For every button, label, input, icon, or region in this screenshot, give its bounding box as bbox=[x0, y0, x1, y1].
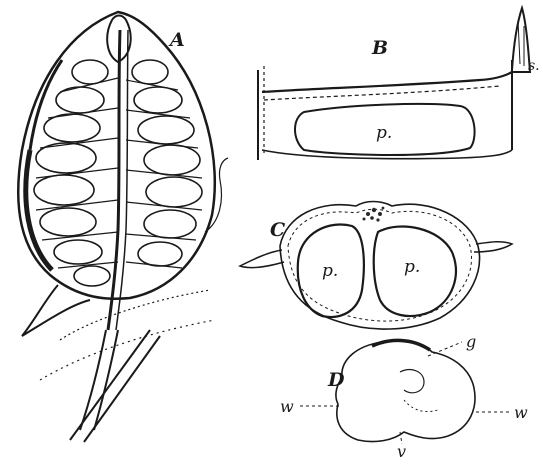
panel-a-right-sporangia bbox=[126, 60, 202, 268]
label-p-panel-b: p. bbox=[376, 123, 392, 143]
label-w-left: w bbox=[280, 397, 294, 416]
panel-c-label: C bbox=[270, 219, 285, 241]
panel-b-label: B bbox=[371, 37, 388, 59]
panel-d-label: D bbox=[327, 369, 345, 391]
label-g: g bbox=[466, 332, 476, 351]
panel-b-section-drawing bbox=[258, 8, 530, 160]
panel-a-label: A bbox=[168, 29, 185, 51]
label-v: v bbox=[397, 442, 406, 461]
label-w-right: w bbox=[514, 403, 528, 422]
panel-d-drawing bbox=[300, 340, 512, 444]
label-p-panel-c-right: p. bbox=[404, 257, 420, 277]
label-p-panel-c-left: p. bbox=[322, 261, 338, 281]
panel-a-leaf-drawing bbox=[18, 12, 228, 442]
panel-a-left-sporangia bbox=[34, 60, 118, 286]
label-s: s. bbox=[528, 58, 540, 74]
